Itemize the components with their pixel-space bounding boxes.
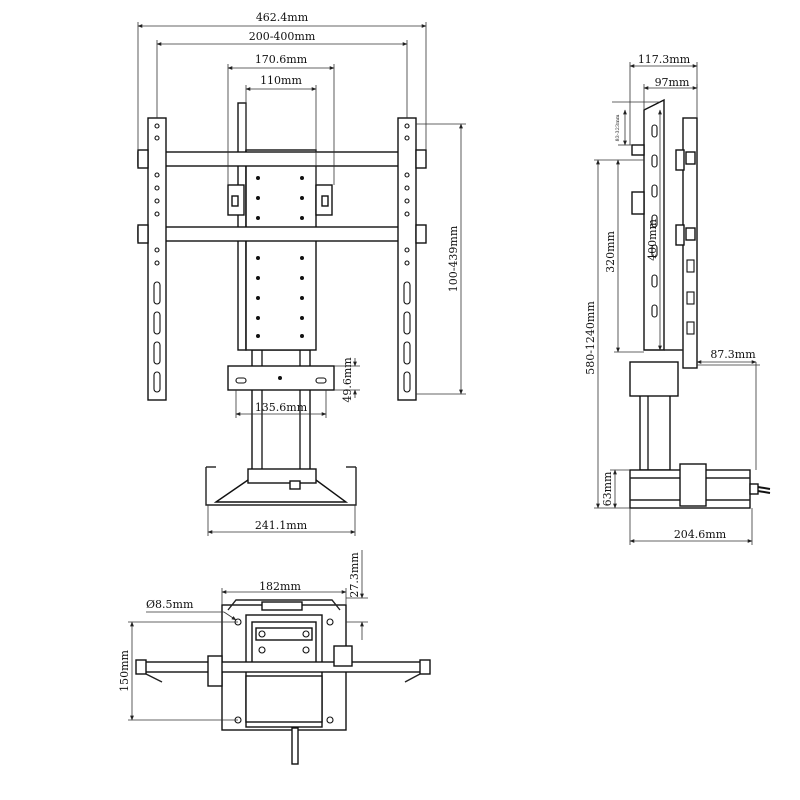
dim-clamp-height: 49.6mm [341,357,354,403]
dim-slot-height: 320mm [604,231,617,273]
dim-base-offset: 87.3mm [710,348,756,361]
dim-plate-width: 182mm [259,580,301,593]
dim-clamp-width: 135.6mm [255,401,308,414]
side-view: 117.3mm 97mm 83-323mm 400mm 320mm 580-12… [584,53,771,545]
dim-hole-spacing: 150mm [118,650,131,692]
top-cross-bar [141,661,427,673]
front-base-frame [205,467,357,506]
front-upper-bar [137,151,425,167]
dim-total-height: 580-1240mm [584,301,597,375]
dim-panel-depth: 97mm [655,76,690,89]
dim-hole-diameter: Ø8.5mm [146,598,194,611]
front-view: 462.4mm 200-400mm 170.6mm 110mm 100-439m… [137,11,466,536]
dim-base-width: 241.1mm [255,519,308,532]
front-lower-bar [137,226,425,242]
top-cable [291,727,299,765]
side-clamp [629,361,679,397]
dim-overall-width: 462.4mm [256,11,309,24]
dim-vesa-vertical: 100-439mm [447,225,460,292]
dim-base-depth: 204.6mm [674,528,727,541]
dim-top-depth: 117.3mm [638,53,691,66]
dim-base-height: 63mm [601,471,614,506]
dim-mount-plate-width: 170.6mm [255,53,308,66]
side-plate-slots [651,124,658,318]
side-column [639,394,671,471]
dim-edge-offset: 27.3mm [348,552,361,598]
dim-small-offset: 83-323mm [615,114,621,141]
dim-vesa-horizontal: 200-400mm [249,30,316,43]
dim-mount-hole-spacing: 110mm [260,74,302,87]
front-lift-plate [245,149,317,351]
top-view: 182mm 27.3mm 150mm Ø8.5mm [118,550,431,765]
dim-bracket-height: 400mm [646,219,659,261]
